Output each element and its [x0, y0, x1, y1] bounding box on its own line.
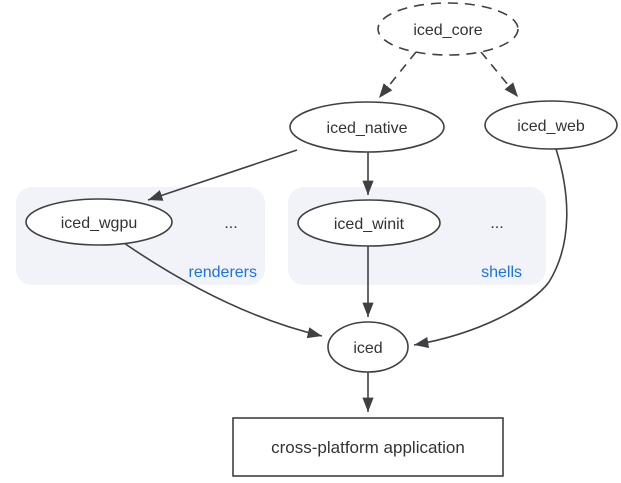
- node-iced: [327, 321, 409, 373]
- shells-ellipsis: ...: [490, 215, 503, 232]
- edge-web-to-iced: [413, 148, 568, 349]
- node-iced-native: [289, 101, 445, 153]
- edge-core-to-native: [378, 51, 417, 99]
- node-cross-platform-application: [232, 417, 504, 477]
- node-iced-native-label: iced_native: [327, 120, 408, 137]
- node-iced-core-label: iced_core: [413, 22, 482, 39]
- renderers-ellipsis: ...: [224, 215, 237, 232]
- node-iced-winit-label: iced_winit: [334, 216, 405, 233]
- edge-native-to-wgpu: [147, 149, 298, 201]
- node-cross-platform-application-label: cross-platform application: [271, 438, 465, 457]
- node-iced-core: [377, 2, 519, 56]
- node-iced-web-label: iced_web: [517, 118, 585, 135]
- edge-core-to-web: [480, 51, 519, 98]
- group-label-renderers: renderers: [189, 264, 257, 281]
- node-iced-web: [484, 100, 618, 150]
- node-iced-wgpu-label: iced_wgpu: [61, 215, 138, 232]
- node-iced-label: iced: [353, 340, 382, 357]
- edge-wgpu-to-iced: [123, 242, 323, 339]
- node-iced-winit: [297, 199, 441, 247]
- node-iced-wgpu: [25, 198, 173, 246]
- group-label-shells: shells: [481, 264, 522, 281]
